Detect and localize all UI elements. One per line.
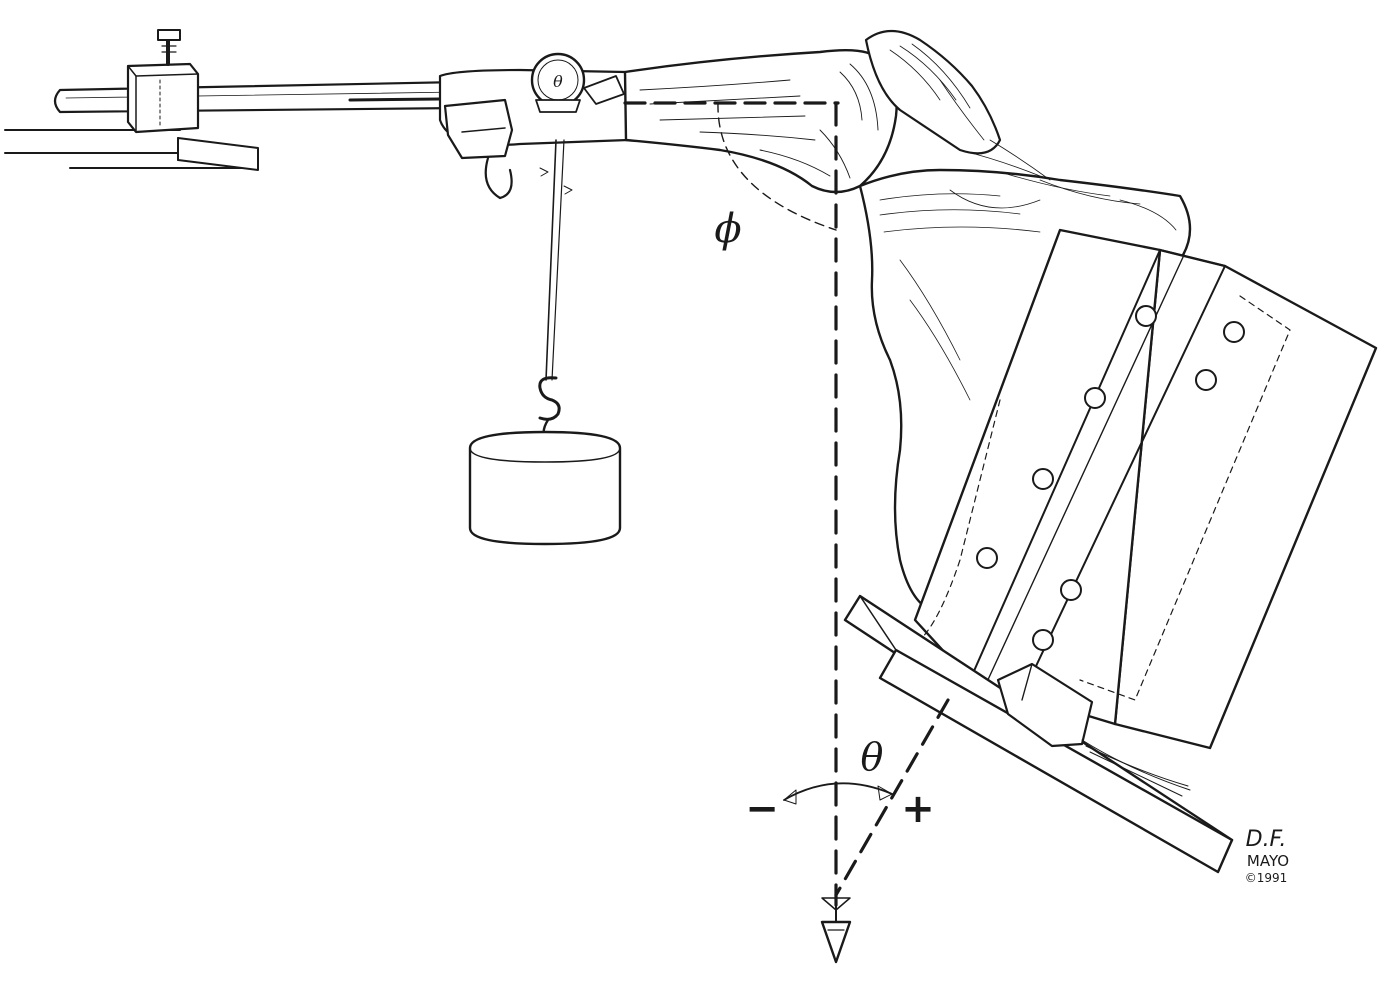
signature-initials: D.F. [1246,827,1287,852]
humerus-arm [623,49,898,194]
fixture-holes [976,305,1245,651]
plumb-bob-icon [820,904,852,964]
angle-gauge: θ [530,52,586,113]
theta-angle-arc [783,782,893,805]
table-edge [4,129,259,171]
gauge-theta-label: θ [553,72,563,91]
support-rod [53,80,464,114]
hanging-weight [468,430,622,546]
vertical-reference-line [821,101,851,911]
scapula-fixture [843,228,1378,874]
hand [864,29,1002,155]
scapula-axis-line [834,698,950,897]
signature-year: ©1991 [1245,871,1288,885]
minus-sign: − [745,786,779,832]
theta-label: θ [861,735,884,779]
string [539,139,573,381]
plus-sign: + [901,786,935,832]
artist-signature: D.F. MAYO ©1991 [1245,827,1289,885]
phi-label: ϕ [714,206,741,252]
phi-angle-arc [717,102,837,231]
rod-clamp [126,29,200,134]
signature-org: MAYO [1247,852,1289,870]
